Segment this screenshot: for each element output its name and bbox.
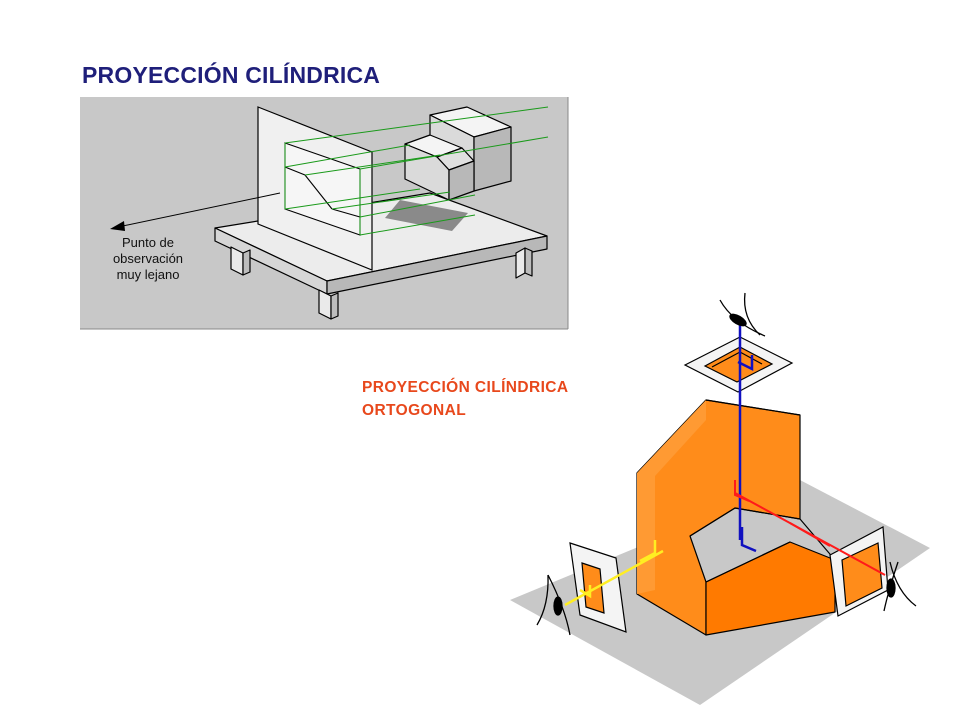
projection-lines <box>284 106 549 236</box>
orthogonal-projection-caption: PROYECCIÓN CILÍNDRICA ORTOGONAL <box>362 376 568 422</box>
observer-label-line: observación <box>113 251 183 266</box>
right-projection-lines <box>734 480 886 576</box>
table-side-edge <box>326 235 548 295</box>
eye-icon <box>536 574 571 636</box>
top-projection-plane <box>683 336 794 393</box>
observation-ray <box>117 192 281 228</box>
observer-label: Punto de observación muy lejano <box>113 235 183 282</box>
observed-object <box>404 106 512 201</box>
left-projection-lines <box>564 540 664 607</box>
caption-line: PROYECCIÓN CILÍNDRICA <box>362 379 569 396</box>
observer-label-line: muy lejano <box>117 267 180 282</box>
page-title: PROYECCIÓN CILÍNDRICA <box>82 62 381 88</box>
top-projection-lines <box>737 320 757 553</box>
observer-label-line: Punto de <box>122 235 174 250</box>
caption-line: ORTOGONAL <box>362 402 467 419</box>
observation-arrow-head <box>110 221 125 231</box>
eye-icon <box>719 292 766 337</box>
cylindrical-projection-figure: Punto de observación muy lejano <box>80 97 569 330</box>
eye-icon <box>883 561 917 612</box>
right-projection-plane <box>829 526 889 617</box>
